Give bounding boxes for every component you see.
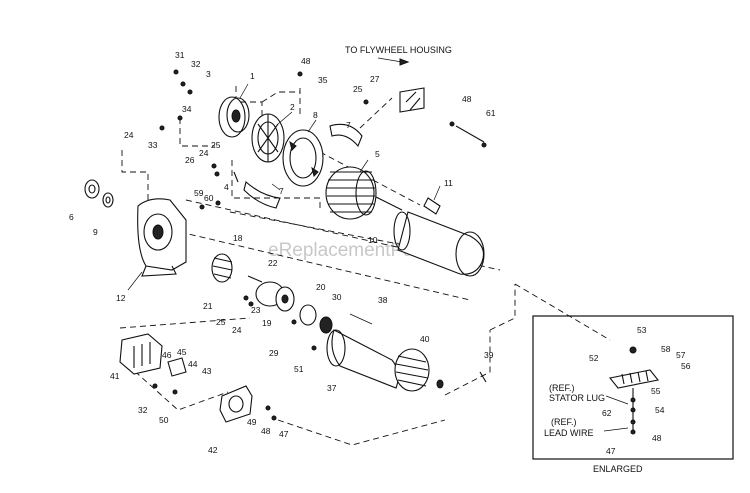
- callout: 20: [316, 282, 326, 292]
- callout-numbers: 31 32 3 1 48 35 34 33 2 27 25 8 7 48 61 …: [69, 50, 691, 456]
- callout: 5: [375, 149, 380, 159]
- part-fan-shroud: [282, 119, 324, 187]
- callout: 27: [370, 74, 380, 84]
- callout: 56: [681, 361, 691, 371]
- callout: 49: [247, 417, 257, 427]
- callout: 32: [191, 59, 201, 69]
- callout: 40: [420, 334, 430, 344]
- inset-frame: [532, 315, 734, 460]
- callout: 57: [676, 350, 686, 360]
- callout: 48: [462, 94, 472, 104]
- callout: 41: [110, 371, 120, 381]
- callout: 47: [279, 429, 289, 439]
- enlarged-inset: (REF.) STATOR LUG (REF.) LEAD WIRE ENLAR…: [532, 315, 734, 474]
- callout: 59: [194, 188, 204, 198]
- callout: 34: [182, 104, 192, 114]
- callout: 48: [301, 56, 311, 66]
- enlarged-caption: ENLARGED: [593, 464, 643, 474]
- callout: 29: [269, 348, 279, 358]
- flywheel-housing-label: TO FLYWHEEL HOUSING: [345, 45, 452, 55]
- part-cover-plate: [219, 385, 253, 423]
- callout: 45: [177, 347, 187, 357]
- callout: 43: [202, 366, 212, 376]
- part-guard: [243, 123, 363, 209]
- assembly-dashed-lines: [119, 86, 611, 446]
- callout: 6: [69, 212, 74, 222]
- callout: 61: [486, 108, 496, 118]
- stator-lug-label: STATOR LUG: [549, 393, 605, 403]
- callout: 10: [368, 235, 378, 245]
- callout: 12: [116, 293, 126, 303]
- lead-wire-ref: (REF.): [551, 417, 577, 427]
- part-end-bracket: [127, 198, 187, 291]
- lead-wire-label: LEAD WIRE: [544, 428, 594, 438]
- callout: 26: [185, 155, 195, 165]
- callout: 47: [606, 446, 616, 456]
- part-brush-assembly: [211, 253, 295, 312]
- callout: 46: [162, 350, 172, 360]
- part-gear: [299, 304, 333, 334]
- callout: 60: [204, 193, 214, 203]
- callout: 53: [637, 325, 647, 335]
- part-bearing-6: [84, 179, 100, 199]
- callout: 39: [484, 350, 494, 360]
- callout: 38: [378, 295, 388, 305]
- part-pulley: [218, 83, 250, 138]
- callout: 32: [138, 405, 148, 415]
- callout: 24: [232, 325, 242, 335]
- callout: 51: [294, 364, 304, 374]
- fasteners: [152, 69, 487, 421]
- callout: 9: [93, 227, 98, 237]
- callout: 24: [124, 130, 134, 140]
- callout: 4: [224, 182, 229, 192]
- part-washer-9: [102, 192, 114, 208]
- callout: 48: [652, 433, 662, 443]
- flywheel-arrow-head: [399, 58, 410, 66]
- callout: 24: [199, 148, 209, 158]
- callout: 11: [444, 178, 453, 188]
- callout: 7: [279, 186, 284, 196]
- callout: 55: [651, 386, 661, 396]
- callout: 25: [353, 84, 363, 94]
- inset-terminal-block: [609, 369, 659, 389]
- part-rotor-fan: [394, 348, 444, 392]
- part-rectifier: [119, 333, 187, 377]
- callout: 50: [159, 415, 169, 425]
- callout: 22: [268, 258, 278, 268]
- callout: 18: [233, 233, 243, 243]
- callout: 33: [148, 140, 158, 150]
- part-stator: [325, 159, 403, 220]
- callout: 23: [251, 305, 261, 315]
- callout: 35: [318, 75, 328, 85]
- callout: 54: [655, 405, 665, 415]
- part-rotor-can: [326, 313, 399, 389]
- callout: 2: [290, 102, 295, 112]
- callout: 48: [261, 426, 271, 436]
- part-fan: [251, 111, 293, 163]
- callout: 52: [589, 353, 599, 363]
- callout: 7: [346, 120, 351, 130]
- callout: 25: [211, 140, 221, 150]
- callout: 19: [262, 318, 272, 328]
- callout: 62: [602, 408, 612, 418]
- callout: 58: [661, 344, 671, 354]
- flywheel-arrow-line: [377, 57, 403, 63]
- callout: 42: [208, 445, 218, 455]
- callout: 37: [327, 383, 337, 393]
- stator-lug-ref: (REF.): [549, 383, 575, 393]
- callout: 25: [216, 317, 226, 327]
- part-housing-cover: [393, 185, 485, 277]
- callout: 31: [175, 50, 185, 60]
- callout: 8: [313, 110, 318, 120]
- callout: 44: [188, 359, 198, 369]
- callout: 21: [203, 301, 213, 311]
- callout: 1: [250, 71, 255, 81]
- callout: 3: [206, 69, 211, 79]
- callout: 30: [332, 292, 342, 302]
